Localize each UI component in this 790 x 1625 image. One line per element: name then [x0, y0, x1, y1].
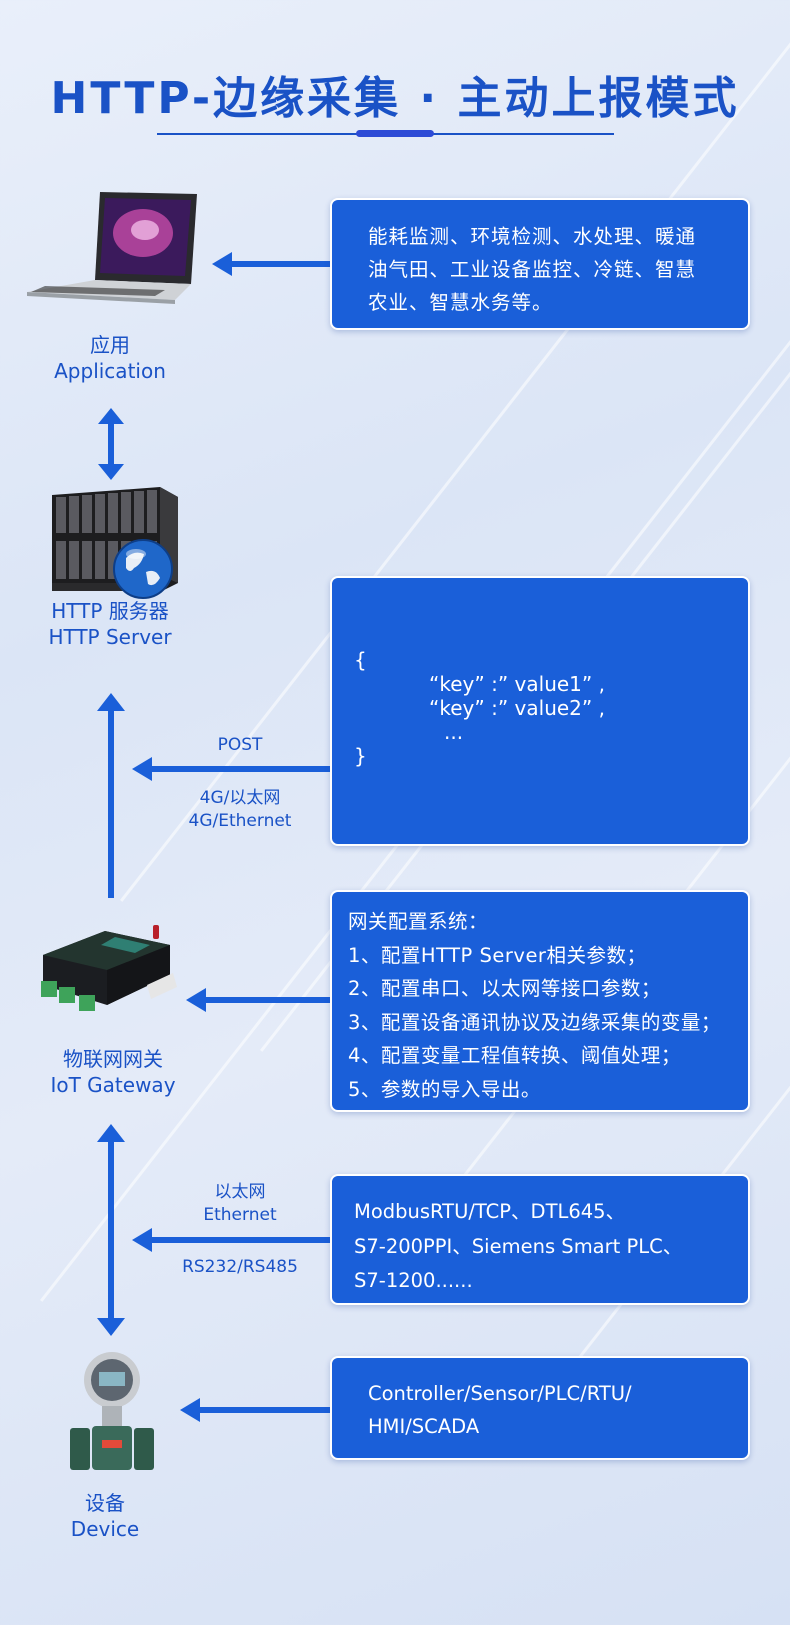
- laptop-icon: [27, 192, 197, 304]
- config-heading: 网关配置系统：: [348, 910, 489, 933]
- application-label: 应用 Application: [40, 332, 180, 384]
- json-ellipsis: ...: [444, 720, 464, 744]
- json-item: “key” :” value1” ,: [429, 672, 605, 696]
- gateway-device-icon: [41, 925, 177, 1011]
- device-label-zh: 设备: [85, 1491, 125, 1515]
- ethernet-link-zh: 以太网: [214, 1182, 266, 1202]
- gateway-config-card: 网关配置系统： 1、配置HTTP Server相关参数； 2、配置串口、以太网等…: [330, 890, 750, 1112]
- application-label-en: Application: [54, 359, 166, 383]
- gateway-label-en: IoT Gateway: [50, 1073, 176, 1097]
- ethernet-link-en: Ethernet: [203, 1205, 277, 1225]
- json-open-brace: {: [354, 648, 367, 672]
- protocol-line: ModbusRTU/TCP、DTL645、: [354, 1200, 626, 1223]
- ethernet-arrow: [132, 1228, 330, 1252]
- gateway-label: 物联网网关 IoT Gateway: [28, 1046, 198, 1098]
- gateway-label-zh: 物联网网关: [63, 1047, 163, 1071]
- app-server-double-arrow: [98, 408, 124, 480]
- devices-card: Controller/Sensor/PLC/RTU/ HMI/SCADA: [330, 1356, 750, 1460]
- device-line: HMI/SCADA: [368, 1415, 480, 1438]
- server-label-en: HTTP Server: [48, 625, 172, 649]
- server-label-zh: HTTP 服务器: [51, 599, 169, 623]
- json-close-brace: }: [354, 744, 367, 768]
- device-label-en: Device: [70, 1517, 140, 1541]
- protocol-line: S7-200PPI、Siemens Smart PLC、: [354, 1234, 683, 1258]
- post-link-en: 4G/Ethernet: [188, 811, 292, 831]
- post-method-label: POST: [217, 735, 263, 755]
- application-label-zh: 应用: [90, 333, 130, 357]
- serial-link-label: RS232/RS485: [182, 1257, 298, 1277]
- application-card-arrow: [212, 252, 330, 276]
- title-accent-bar: [356, 130, 434, 137]
- gateway-device-double-arrow: [97, 1124, 125, 1336]
- config-item: 1、配置HTTP Server相关参数；: [348, 943, 647, 967]
- application-scenarios-card: 能耗监测、环境检测、水处理、暖通 油气田、工业设备监控、冷链、智慧 农业、智慧水…: [330, 198, 750, 330]
- device-card-arrow: [180, 1398, 330, 1422]
- post-link-label: 4G/以太网 4G/Ethernet: [160, 787, 320, 833]
- gateway-to-server-arrow: [97, 693, 125, 898]
- device-label: 设备 Device: [45, 1490, 165, 1542]
- config-item: 4、配置变量工程值转换、阈值处理；: [348, 1044, 681, 1067]
- card-line: 农业、智慧水务等。: [368, 291, 553, 314]
- config-item: 5、参数的导入导出。: [348, 1077, 541, 1101]
- json-item: “key” :” value2” ,: [429, 696, 605, 720]
- gateway-config-arrow: [186, 988, 330, 1012]
- post-arrow: [132, 757, 330, 781]
- page-title: HTTP-边缘采集 · 主动上报模式: [50, 73, 740, 124]
- server-label: HTTP 服务器 HTTP Server: [30, 598, 190, 650]
- ethernet-link-label: 以太网 Ethernet: [170, 1181, 310, 1227]
- config-item: 3、配置设备通讯协议及边缘采集的变量；: [348, 1010, 721, 1034]
- protocol-line: S7-1200......: [354, 1269, 473, 1292]
- json-payload-card: { “key” :” value1” , “key” :” value2” , …: [330, 576, 750, 846]
- card-line: 油气田、工业设备监控、冷链、智慧: [368, 258, 697, 281]
- globe-icon: [113, 539, 173, 599]
- flowmeter-icon: [70, 1352, 154, 1470]
- card-line: 能耗监测、环境检测、水处理、暖通: [368, 225, 697, 248]
- protocols-card: ModbusRTU/TCP、DTL645、 S7-200PPI、Siemens …: [330, 1174, 750, 1305]
- post-link-zh: 4G/以太网: [199, 788, 281, 808]
- config-item: 2、配置串口、以太网等接口参数；: [348, 977, 661, 1000]
- device-line: Controller/Sensor/PLC/RTU/: [368, 1382, 632, 1405]
